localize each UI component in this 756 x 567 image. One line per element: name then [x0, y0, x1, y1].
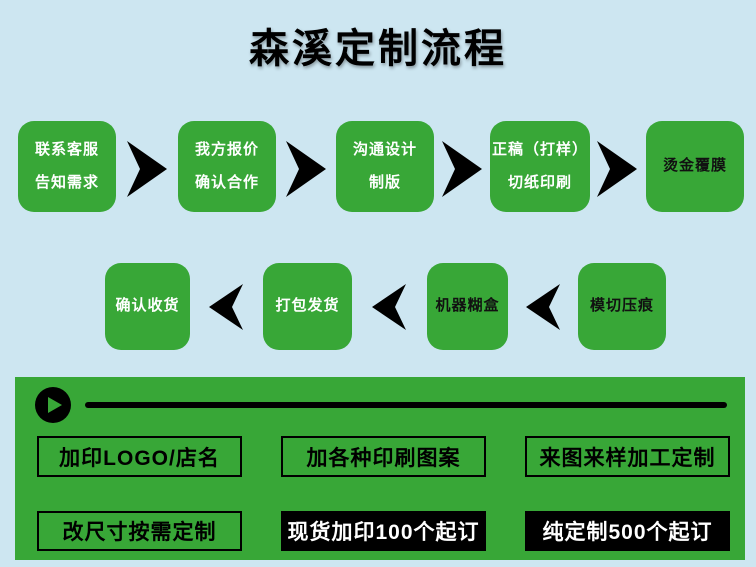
option-stock-moq-100: 现货加印100个起订: [281, 511, 486, 551]
chevron-left-arrow: [526, 284, 560, 330]
step-quote-confirm: 我方报价 确认合作: [178, 121, 276, 212]
step-label: 机器糊盒: [435, 297, 500, 315]
divider-line: [85, 402, 727, 408]
step-label: 模切压痕: [589, 297, 654, 315]
step-proof-print: 正稿（打样） 切纸印刷: [490, 121, 590, 212]
step-label-line1: 正稿（打样）: [491, 140, 588, 158]
step-contact-service: 联系客服 告知需求: [18, 121, 116, 212]
chevron-right-arrow: [442, 141, 482, 197]
options-banner: 加印LOGO/店名 加各种印刷图案 来图来样加工定制 改尺寸按需定制 现货加印1…: [15, 377, 745, 560]
step-gilding-laminating: 烫金覆膜: [646, 121, 744, 212]
step-machine-gluing: 机器糊盒: [427, 263, 508, 350]
step-confirm-receipt: 确认收货: [105, 263, 190, 350]
step-pack-ship: 打包发货: [263, 263, 352, 350]
option-resize-custom: 改尺寸按需定制: [37, 511, 242, 551]
page-title: 森溪定制流程: [249, 25, 507, 72]
step-label-line1: 沟通设计: [352, 140, 417, 158]
option-pure-custom-moq-500: 纯定制500个起订: [525, 511, 730, 551]
chevron-left-arrow: [209, 284, 243, 330]
option-label: 纯定制500个起订: [542, 521, 713, 544]
option-print-patterns: 加各种印刷图案: [281, 436, 486, 477]
option-label: 来图来样加工定制: [539, 446, 716, 470]
step-die-cut-crease: 模切压痕: [578, 263, 666, 350]
step-label-line2: 切纸印刷: [507, 174, 572, 191]
option-label: 改尺寸按需定制: [62, 521, 217, 544]
step-label-line2: 告知需求: [34, 174, 99, 191]
step-label: 确认收货: [115, 297, 180, 315]
step-label-line1: 我方报价: [194, 140, 259, 158]
chevron-left-arrow: [372, 284, 406, 330]
chevron-right-arrow: [597, 141, 637, 197]
step-label-line2: 制版: [368, 174, 401, 191]
option-label: 加印LOGO/店名: [59, 446, 220, 470]
option-print-logo: 加印LOGO/店名: [37, 436, 242, 477]
step-label: 打包发货: [275, 297, 340, 315]
option-custom-from-sample: 来图来样加工定制: [525, 436, 730, 477]
play-icon: [35, 387, 71, 423]
option-label: 现货加印100个起订: [287, 521, 480, 544]
chevron-right-arrow: [286, 141, 326, 197]
step-label-line1: 联系客服: [34, 140, 99, 158]
option-label: 加各种印刷图案: [306, 446, 461, 470]
step-label-line2: 确认合作: [194, 174, 259, 191]
chevron-right-arrow: [127, 141, 167, 197]
step-label-line1: 烫金覆膜: [662, 157, 727, 175]
step-design-plate: 沟通设计 制版: [336, 121, 434, 212]
